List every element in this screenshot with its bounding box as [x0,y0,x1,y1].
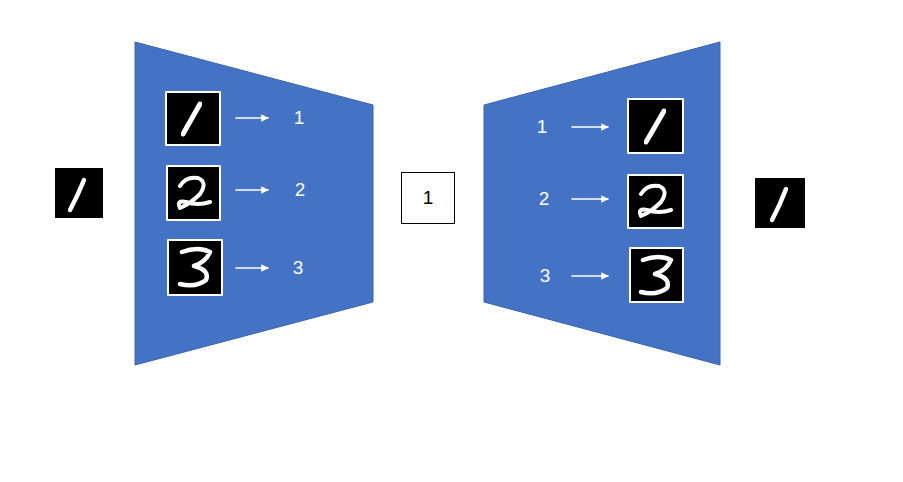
trapezoid-outline [135,42,373,365]
latent-code: 1 [537,117,548,138]
output-image [755,178,805,228]
input-image [55,168,103,218]
decoder-trapezoid: 1 2 3 [484,42,720,365]
latent-code: 2 [295,180,306,201]
latent-code: 3 [540,266,551,287]
latent-code: 1 [294,108,305,129]
trapezoid-fill [135,42,373,365]
trapezoid-fill [484,42,720,365]
latent-code: 2 [539,189,550,210]
encoder-trapezoid: 1 2 3 [135,42,373,365]
latent-code: 3 [293,258,304,279]
latent-code-box: 1 [401,172,455,224]
decoder-digit-images [572,99,683,302]
latent-code: 1 [423,188,434,209]
encoder-digit-images [166,92,268,295]
trapezoid-outline [484,42,720,365]
